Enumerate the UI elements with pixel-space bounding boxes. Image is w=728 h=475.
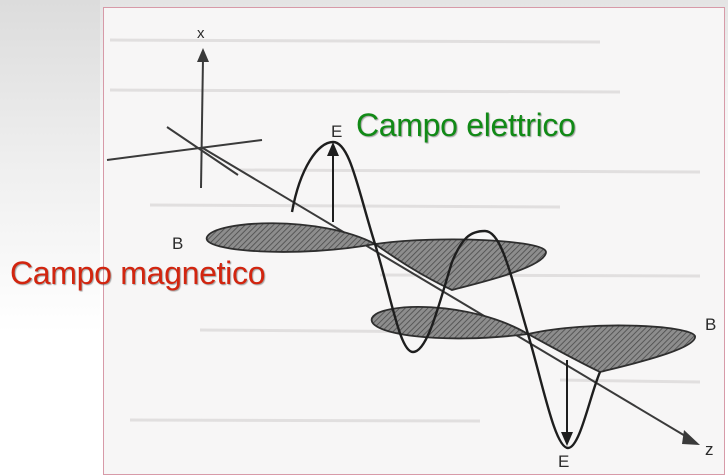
z-axis-label: z: [705, 440, 714, 459]
e-vector-bottom-arrowhead: [561, 432, 573, 446]
e-label-top: E: [331, 122, 342, 141]
axes: [106, 48, 700, 445]
magnetic-field-wave: [206, 222, 696, 373]
e-label-bottom: E: [558, 452, 569, 471]
e-wave-curve: [290, 140, 602, 450]
x-axis-arrowhead: [197, 48, 209, 62]
magnetic-field-label: Campo magnetico: [10, 255, 266, 291]
z-axis-arrowhead: [682, 430, 700, 445]
x-axis-label: x: [197, 25, 205, 42]
b-lobe-4: [525, 324, 696, 373]
b-lobe-3: [371, 305, 531, 340]
electric-field-wave: [290, 140, 602, 450]
slide-background-shade: [0, 0, 100, 475]
electric-field-label: Campo elettrico: [356, 107, 576, 143]
horizontal-axis: [106, 139, 263, 161]
vertical-guide: [166, 126, 239, 176]
b-label-left: B: [172, 234, 183, 253]
e-vector-top-arrowhead: [327, 142, 339, 156]
x-axis: [200, 57, 204, 189]
b-lobe-1: [206, 222, 378, 253]
b-label-right: B: [705, 315, 716, 334]
scan-noise-lines: [109, 38, 701, 423]
z-axis: [200, 146, 693, 441]
